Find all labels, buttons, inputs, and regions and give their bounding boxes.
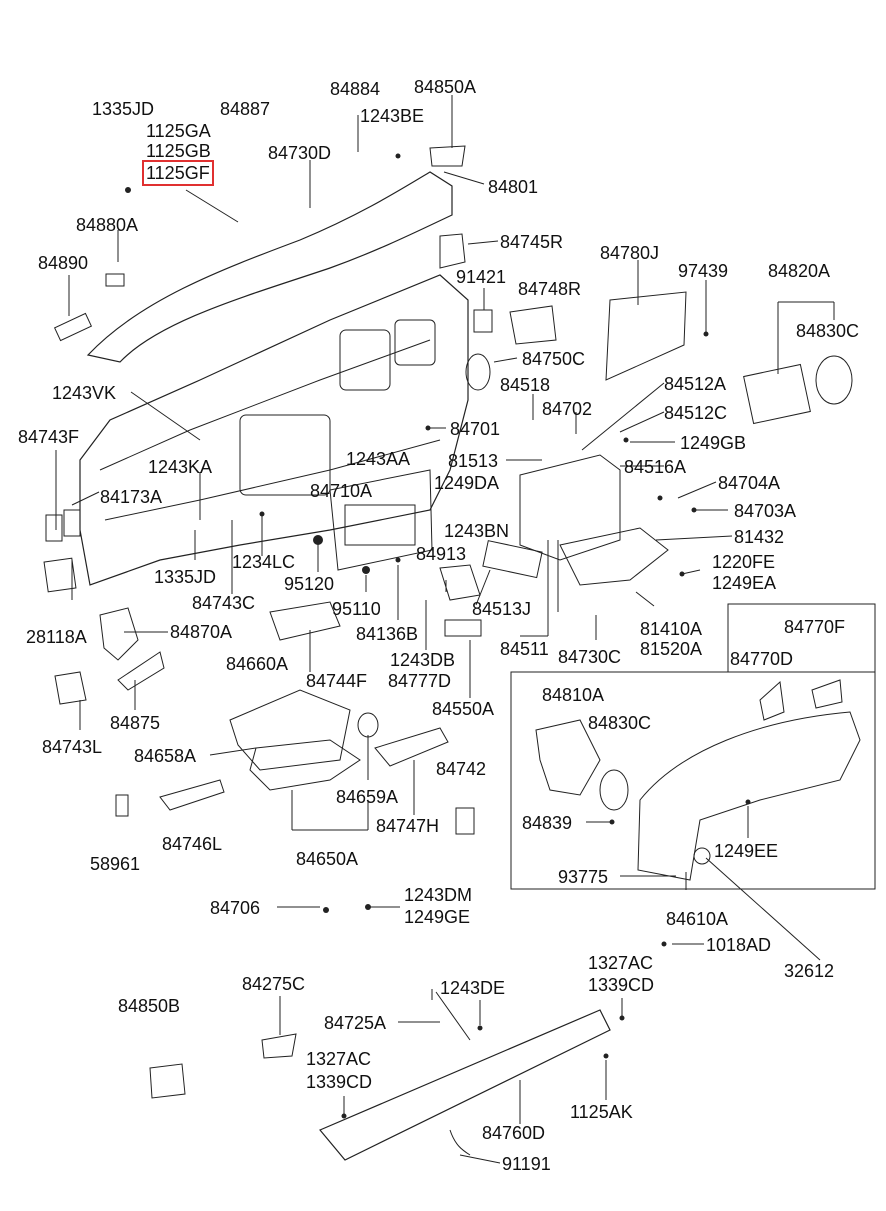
part-label-84701: 84701 xyxy=(450,419,501,439)
part-label-84887: 84887 xyxy=(220,99,271,119)
part-label-84658a: 84658A xyxy=(134,746,197,766)
part-label-1243dm: 1243DM xyxy=(404,885,473,905)
part-label-1249ge: 1249GE xyxy=(404,907,471,927)
part-label-95120: 95120 xyxy=(284,574,335,594)
part-label-84513j: 84513J xyxy=(472,599,532,619)
part-label-1018ad: 1018AD xyxy=(706,935,772,955)
part-label-1327ac-right: 1327AC xyxy=(588,953,654,973)
part-label-84173a: 84173A xyxy=(100,487,163,507)
part-label-84730c: 84730C xyxy=(558,647,622,667)
part-label-84660a: 84660A xyxy=(226,654,289,674)
part-label-1335jd-lower: 1335JD xyxy=(154,567,217,587)
part-label-58961: 58961 xyxy=(90,854,141,874)
part-label-1249gb: 1249GB xyxy=(680,433,747,453)
part-label-1125gb: 1125GB xyxy=(146,141,211,161)
part-label-84659a: 84659A xyxy=(336,787,399,807)
part-label-1243db: 1243DB xyxy=(390,650,456,670)
part-label-91191: 91191 xyxy=(502,1154,551,1174)
part-label-84511: 84511 xyxy=(500,639,549,659)
part-label-84880a: 84880A xyxy=(76,215,139,235)
part-label-84750c: 84750C xyxy=(522,349,586,369)
part-label-1125ak: 1125AK xyxy=(570,1102,633,1122)
part-label-84745r: 84745R xyxy=(500,232,564,252)
part-label-84725a: 84725A xyxy=(324,1013,387,1033)
part-label-97439: 97439 xyxy=(678,261,729,281)
part-label-84780j: 84780J xyxy=(600,243,660,263)
part-label-81410a: 81410A xyxy=(640,619,703,639)
part-label-84706: 84706 xyxy=(210,898,261,918)
part-label-1243bn: 1243BN xyxy=(444,521,510,541)
part-label-84760d: 84760D xyxy=(482,1123,546,1143)
part-label-1243vk: 1243VK xyxy=(52,383,117,403)
part-label-84870a: 84870A xyxy=(170,622,233,642)
part-label-84703a: 84703A xyxy=(734,501,797,521)
part-label-28118a: 28118A xyxy=(26,627,87,647)
part-label-84839: 84839 xyxy=(522,813,573,833)
part-label-84512a: 84512A xyxy=(664,374,727,394)
part-label-84730d: 84730D xyxy=(268,143,332,163)
part-label-1243aa: 1243AA xyxy=(346,449,411,469)
part-label-84810a: 84810A xyxy=(542,685,605,705)
part-label-1125gf-highlighted: 1125GF xyxy=(142,160,214,186)
part-label-84830c-top: 84830C xyxy=(796,321,860,341)
part-label-84913: 84913 xyxy=(416,544,467,564)
part-label-84743c: 84743C xyxy=(192,593,256,613)
part-label-84746l: 84746L xyxy=(162,834,223,854)
part-label-1249ea: 1249EA xyxy=(712,573,777,593)
part-label-1125ga: 1125GA xyxy=(146,121,211,141)
part-label-1243be: 1243BE xyxy=(360,106,425,126)
part-label-84777d: 84777D xyxy=(388,671,452,691)
part-label-84650a: 84650A xyxy=(296,849,359,869)
part-label-1339cd-right: 1339CD xyxy=(588,975,655,995)
part-label-1234lc: 1234LC xyxy=(232,552,296,572)
part-label-84884: 84884 xyxy=(330,79,381,99)
part-label-84512c: 84512C xyxy=(664,403,728,423)
part-label-84770d: 84770D xyxy=(730,649,794,669)
part-label-84710a: 84710A xyxy=(310,481,373,501)
part-label-84743l: 84743L xyxy=(42,737,103,757)
part-label-84820a: 84820A xyxy=(768,261,831,281)
part-label-84850a: 84850A xyxy=(414,77,477,97)
part-label-84850b: 84850B xyxy=(118,996,181,1016)
part-label-84744f: 84744F xyxy=(306,671,368,691)
part-label-84702: 84702 xyxy=(542,399,593,419)
part-label-84830c-mid: 84830C xyxy=(588,713,652,733)
part-label-32612: 32612 xyxy=(784,961,835,981)
part-label-84801: 84801 xyxy=(488,177,539,197)
part-label-93775: 93775 xyxy=(558,867,609,887)
part-label-84747h: 84747H xyxy=(376,816,440,836)
part-label-81432: 81432 xyxy=(734,527,785,547)
part-label-84743f: 84743F xyxy=(18,427,80,447)
part-label-84136b: 84136B xyxy=(356,624,419,644)
part-label-81520a: 81520A xyxy=(640,639,703,659)
part-label-84890: 84890 xyxy=(38,253,89,273)
part-label-84550a: 84550A xyxy=(432,699,495,719)
part-label-84275c: 84275C xyxy=(242,974,306,994)
part-label-1249da: 1249DA xyxy=(434,473,500,493)
part-label-81513: 81513 xyxy=(448,451,499,471)
part-label-1243de: 1243DE xyxy=(440,978,506,998)
part-label-84518: 84518 xyxy=(500,375,551,395)
part-label-95110: 95110 xyxy=(332,599,381,619)
part-label-84610a: 84610A xyxy=(666,909,729,929)
part-label-91421: 91421 xyxy=(456,267,507,287)
part-label-84704a: 84704A xyxy=(718,473,781,493)
part-label-1243ka: 1243KA xyxy=(148,457,213,477)
part-label-84742: 84742 xyxy=(436,759,487,779)
part-label-1249ee: 1249EE xyxy=(714,841,779,861)
part-label-1327ac-left: 1327AC xyxy=(306,1049,372,1069)
part-label-1220fe: 1220FE xyxy=(712,552,776,572)
part-label-84770f: 84770F xyxy=(784,617,846,637)
part-label-84516a: 84516A xyxy=(624,457,687,477)
part-label-84875: 84875 xyxy=(110,713,161,733)
part-label-1335jd: 1335JD xyxy=(92,99,155,119)
part-label-84748r: 84748R xyxy=(518,279,582,299)
part-label-1339cd-left: 1339CD xyxy=(306,1072,373,1092)
